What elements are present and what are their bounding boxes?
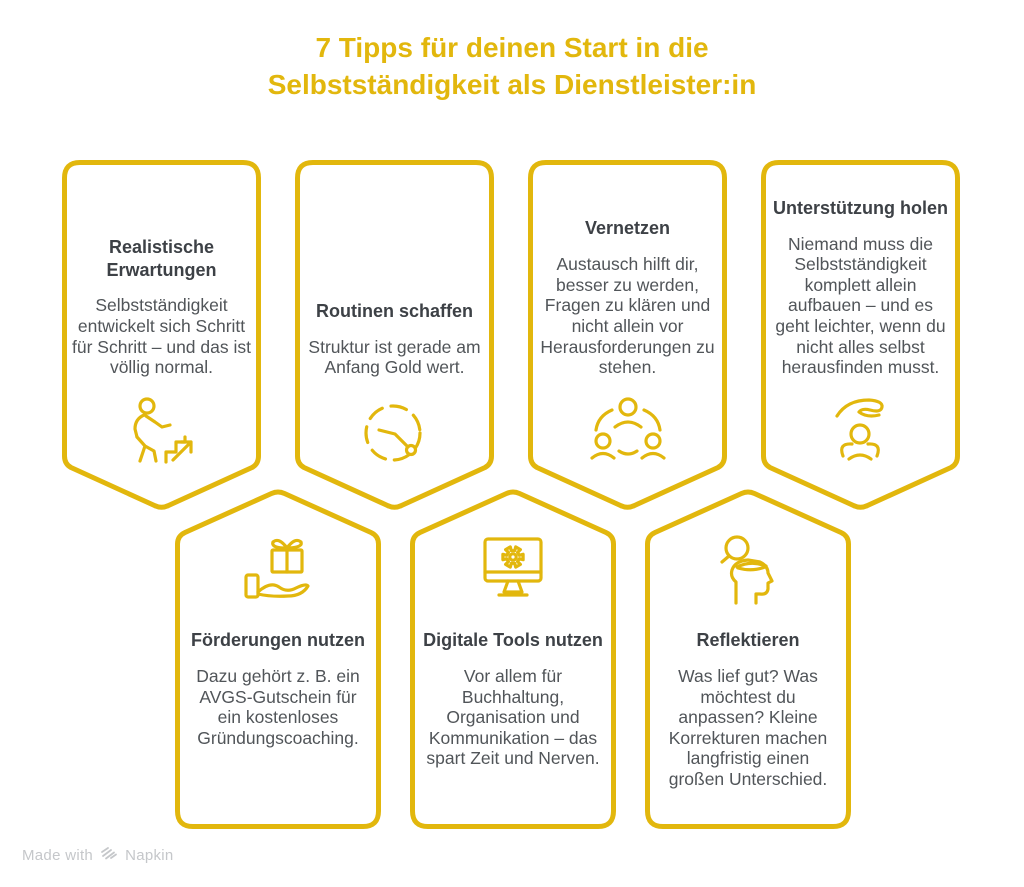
card-body: Niemand muss die Selbstständigkeit kompl… xyxy=(775,233,946,378)
network-people-icon xyxy=(588,396,668,468)
banner-shape-point-up xyxy=(410,489,616,829)
card-digitale-tools-nutzen: Digitale Tools nutzen Vor allem für Buch… xyxy=(410,489,616,829)
card-title: Digitale Tools nutzen xyxy=(423,630,603,650)
card-title: Unterstützung holen xyxy=(773,197,948,218)
footer-credit: Made with Napkin xyxy=(22,845,174,865)
banner-shape-point-down xyxy=(528,160,727,510)
card-body: Vor allem für Buchhaltung, Organisation … xyxy=(426,665,600,769)
card-title: Förderungen nutzen xyxy=(191,630,365,650)
page-title-line2: Selbstständigkeit als Dienstleister:in xyxy=(267,68,757,100)
page-title: 7 Tipps für deinen Start in die Selbstst… xyxy=(0,30,1024,104)
card-body: Was lief gut? Was möchtest du anpassen? … xyxy=(668,665,828,790)
card-foerderungen-nutzen: Förderungen nutzen Dazu gehört z. B. ein… xyxy=(175,489,381,829)
card-body: Selbstständigkeit entwickelt sich Schrit… xyxy=(72,295,251,378)
card-reflektieren: Reflektieren Was lief gut? Was möchtest … xyxy=(645,489,851,829)
banner-shape-point-down xyxy=(62,160,261,510)
napkin-logo-icon xyxy=(100,845,118,865)
self-reflection-icon xyxy=(708,535,788,607)
card-title: Routinen schaffen xyxy=(315,300,473,321)
banner-shape-point-up xyxy=(175,489,381,829)
page-title-line1: 7 Tipps für deinen Start in die xyxy=(315,32,709,63)
footer-made-with-label: Made with xyxy=(22,846,94,864)
stairs-climb-icon xyxy=(122,396,202,468)
card-routinen-schaffen: Routinen schaffen Struktur ist gerade am… xyxy=(295,160,494,512)
card-title: Reflektieren xyxy=(696,630,800,650)
card-body: Struktur ist gerade am Anfang Gold wert. xyxy=(308,336,481,378)
banner-shape-point-down xyxy=(761,160,960,510)
card-title: Realistische Erwartungen xyxy=(106,236,217,280)
gift-hand-icon xyxy=(238,535,318,607)
support-hand-icon xyxy=(821,396,901,468)
card-body: Dazu gehört z. B. ein AVGS-Gutschein für… xyxy=(196,665,360,748)
monitor-gear-icon xyxy=(473,535,553,607)
banner-shape-point-down xyxy=(295,160,494,510)
card-vernetzen: Vernetzen Austausch hilft dir, besser zu… xyxy=(528,160,727,512)
card-realistische-erwartungen: Realistische Erwartungen Selbstständigke… xyxy=(62,160,261,512)
card-title: Vernetzen xyxy=(584,218,671,239)
banner-shape-point-up xyxy=(645,489,851,829)
routine-clock-icon xyxy=(355,396,435,468)
card-body: Austausch hilft dir, besser zu werden, F… xyxy=(540,254,715,378)
footer-brand-label: Napkin xyxy=(125,846,174,864)
card-unterstuetzung-holen: Unterstützung holen Niemand muss die Sel… xyxy=(761,160,960,512)
